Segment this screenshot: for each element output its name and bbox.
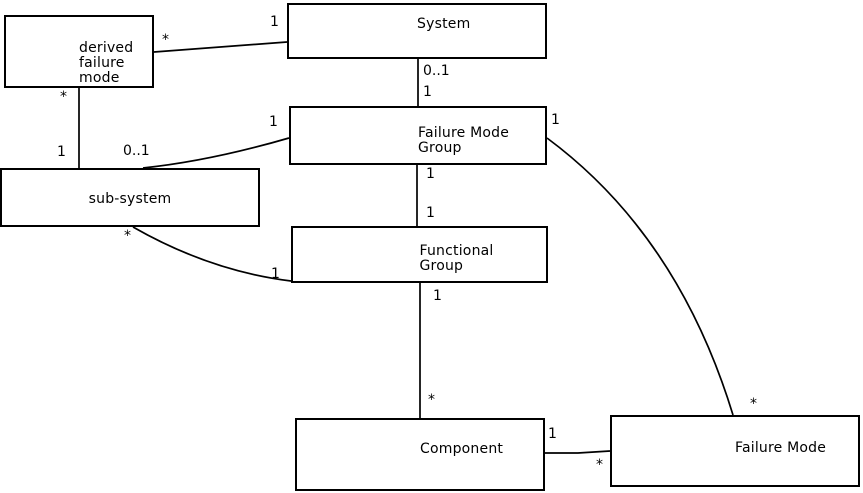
mult-subsystem-derived-one: 1	[57, 144, 66, 160]
mult-fmgroup-system-one: 1	[423, 84, 432, 100]
mult-component-failuremode-one: 1	[548, 426, 557, 442]
mult-subsystem-fmgroup-zeroone: 0..1	[123, 143, 150, 159]
mult-funcgroup-component-one: 1	[433, 288, 442, 304]
mult-fmgroup-failuremode-one: 1	[551, 112, 560, 128]
connector-fmgroup-subsystem	[142, 137, 290, 169]
connector-component-failuremode	[545, 450, 611, 454]
entity-sub-system[interactable]: sub-system	[0, 168, 260, 227]
entity-failure-mode-group-label: Failure Mode Group	[418, 125, 510, 156]
mult-subsystem-funcgroup-star: *	[124, 228, 131, 244]
entity-system-label: System	[417, 16, 471, 32]
entity-system[interactable]: System	[287, 3, 547, 59]
mult-derived-system-star: *	[162, 32, 169, 48]
entity-sub-system-label: sub-system	[88, 191, 172, 207]
mult-funcgroup-subsystem-one: 1	[271, 266, 280, 282]
mult-failuremode-fmgroup-star: *	[750, 396, 757, 412]
mult-system-derived-one: 1	[270, 14, 279, 30]
entity-functional-group-label: Functional Group	[419, 243, 494, 274]
connector-subsystem-funcgroup	[132, 226, 292, 282]
entity-derived-failure-mode[interactable]: derived failure mode	[4, 15, 154, 88]
entity-derived-failure-mode-label: derived failure mode	[79, 40, 134, 86]
mult-component-funcgroup-star: *	[428, 392, 435, 408]
mult-fmgroup-funcgroup-one: 1	[426, 166, 435, 182]
entity-failure-mode[interactable]: Failure Mode	[610, 415, 860, 487]
entity-failure-mode-group[interactable]: Failure Mode Group	[289, 106, 547, 165]
mult-funcgroup-fmgroup-one: 1	[426, 205, 435, 221]
entity-failure-mode-label: Failure Mode	[735, 440, 827, 456]
entity-component-label: Component	[420, 441, 504, 457]
entity-functional-group[interactable]: Functional Group	[291, 226, 548, 283]
mult-system-fmgroup-zeroone: 0..1	[423, 63, 450, 79]
connector-derived-system	[153, 41, 288, 53]
entity-component[interactable]: Component	[295, 418, 545, 491]
connector-fmgroup-failuremode	[546, 137, 734, 416]
mult-fmgroup-subsystem-one: 1	[269, 114, 278, 130]
mult-failuremode-component-star: *	[596, 457, 603, 473]
mult-derived-subsystem-star: *	[60, 89, 67, 105]
